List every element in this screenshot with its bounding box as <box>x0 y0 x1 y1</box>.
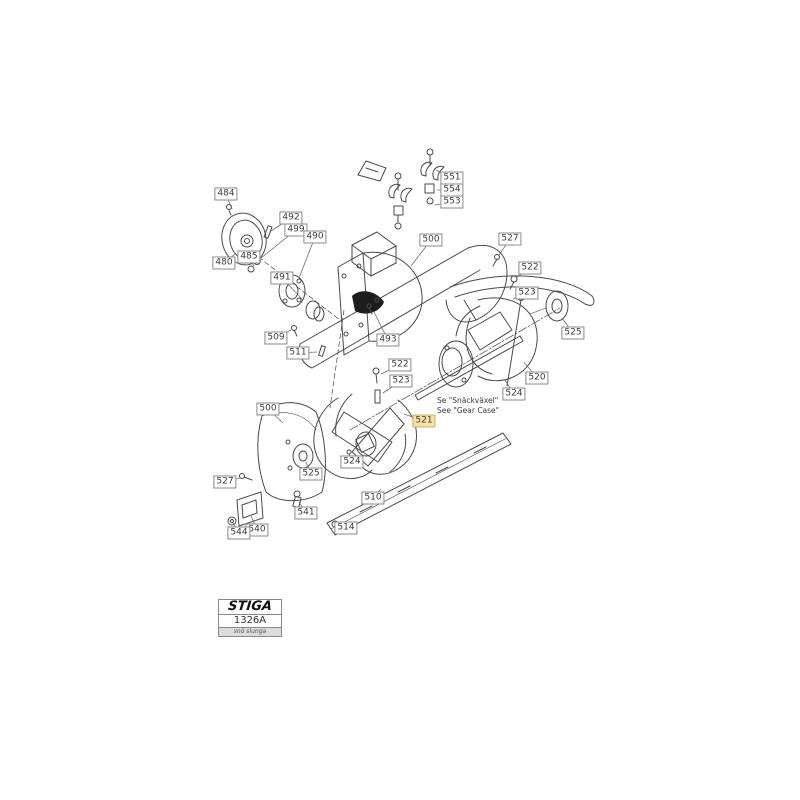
part-label-544[interactable]: 544 <box>227 526 251 540</box>
part-label-525[interactable]: 525 <box>299 467 323 481</box>
part-label-524[interactable]: 524 <box>340 455 364 469</box>
part-label-523[interactable]: 523 <box>389 374 413 388</box>
part-label-522[interactable]: 522 <box>518 261 542 275</box>
logo-footnote: snö slunga <box>219 627 281 636</box>
part-label-541[interactable]: 541 <box>294 506 318 520</box>
part-label-500[interactable]: 500 <box>256 402 280 416</box>
part-label-491[interactable]: 491 <box>270 271 294 285</box>
part-label-511[interactable]: 511 <box>286 346 310 360</box>
part-label-490[interactable]: 490 <box>303 230 327 244</box>
part-label-553[interactable]: 553 <box>440 195 464 209</box>
figure-number: 1326A <box>219 614 281 627</box>
part-label-499[interactable]: 499 <box>284 223 308 237</box>
part-label-514[interactable]: 514 <box>334 521 358 535</box>
stiga-logo-box: STIGA 1326A snö slunga <box>218 599 282 637</box>
part-label-521[interactable]: 521 <box>412 414 436 428</box>
part-label-480[interactable]: 480 <box>212 256 236 270</box>
gear-case-note-line-2: See "Gear Case" <box>437 406 500 415</box>
part-label-484[interactable]: 484 <box>214 187 238 201</box>
part-label-522[interactable]: 522 <box>388 358 412 372</box>
scraper-bar <box>326 432 512 536</box>
brand-logo: STIGA <box>227 599 273 614</box>
part-label-527[interactable]: 527 <box>213 475 237 489</box>
part-label-520[interactable]: 520 <box>525 371 549 385</box>
part-label-493[interactable]: 493 <box>376 333 400 347</box>
part-label-485[interactable]: 485 <box>237 250 261 264</box>
part-label-527[interactable]: 527 <box>498 232 522 246</box>
part-label-525[interactable]: 525 <box>561 326 585 340</box>
housing <box>291 231 508 409</box>
shear-pin-kits <box>357 148 445 230</box>
gear-case-note: Se "Snäckväxel" See "Gear Case" <box>437 396 499 416</box>
part-label-524[interactable]: 524 <box>502 387 526 401</box>
part-label-510[interactable]: 510 <box>361 491 385 505</box>
gear-case-note-line-1: Se "Snäckväxel" <box>437 396 499 405</box>
part-label-523[interactable]: 523 <box>515 286 539 300</box>
part-label-500[interactable]: 500 <box>419 233 443 247</box>
part-label-509[interactable]: 509 <box>264 331 288 345</box>
